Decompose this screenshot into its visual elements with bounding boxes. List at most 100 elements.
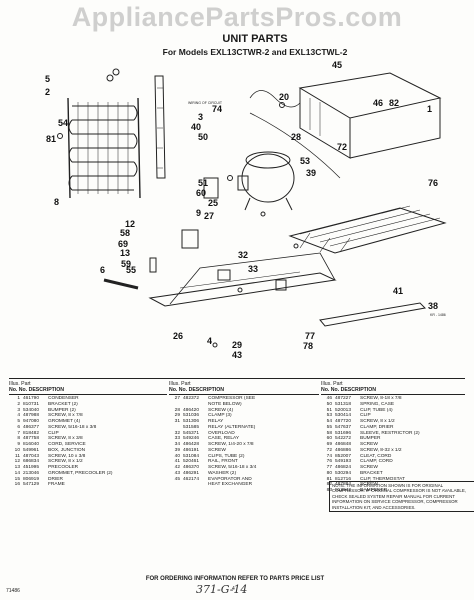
description: RELAY — [208, 419, 224, 424]
description: SCREW (4) — [208, 407, 234, 413]
illus-no: 7 — [17, 430, 20, 436]
callout-4: 4 — [207, 336, 212, 346]
illus-no: 58 — [326, 430, 332, 436]
part-no: 486420 — [183, 407, 200, 413]
handwritten-note: 371-G-14 — [196, 583, 248, 596]
part-no: 813942 — [335, 488, 352, 493]
callout-41: 41 — [393, 286, 403, 296]
part-no: 531084 — [183, 453, 200, 459]
callout-60: 60 — [196, 188, 206, 198]
description: PRECOOLER — [48, 465, 79, 470]
illus-no: 8 — [17, 436, 20, 442]
description: BRACKET (2) — [48, 401, 78, 407]
callout-13: 13 — [120, 248, 130, 258]
illus-no — [169, 482, 183, 488]
description: CLEAT, CORD — [360, 453, 392, 459]
illus-no: 72 — [326, 447, 332, 453]
description: BUMPER (2) — [48, 407, 76, 413]
part-no: 486886 — [335, 447, 352, 453]
illus-no: 12 — [14, 459, 20, 465]
part-no: 531036 — [183, 413, 200, 419]
callout-72: 72 — [337, 142, 347, 152]
form-number: 71486 — [6, 588, 20, 594]
description: OVERLOAD — [208, 430, 235, 436]
part-no: 806919 — [23, 476, 40, 482]
part-no: 531306 — [183, 419, 200, 424]
description: FRAME — [48, 482, 65, 488]
part-no: 531318 — [335, 401, 352, 407]
callout-58: 58 — [120, 228, 130, 238]
description: HEAT EXCHANGER — [208, 482, 253, 488]
callout-32: 32 — [238, 250, 248, 260]
callout-38: 38 — [428, 301, 438, 311]
junction-box-drawing — [181, 229, 199, 249]
description: BRACKET — [360, 470, 383, 476]
callout-51: 51 — [198, 178, 208, 188]
description: SCREW, 8 x 1/2 — [48, 459, 83, 465]
callout-39: 39 — [306, 168, 316, 178]
illus-no: 54 — [326, 419, 332, 424]
part-no — [183, 482, 208, 488]
illus-no: 76 — [326, 459, 332, 465]
illus-no: 11 — [15, 453, 20, 459]
part-no: 852007 — [335, 453, 352, 459]
description: SCREW, 1/4-20 x 7/8 — [208, 442, 254, 447]
part-no: 520013 — [335, 407, 352, 413]
description: SCREW — [360, 442, 378, 447]
part-no: 530294 — [335, 470, 352, 476]
description: CLIP, THERMOSTAT — [360, 476, 405, 482]
wiring-label: WIRING OF CIRCUIT — [188, 101, 223, 105]
illus-no: 10 — [14, 447, 20, 453]
illus-no: 74 — [326, 453, 332, 459]
callout-2: 2 — [45, 87, 50, 97]
illus-no: 83 — [326, 488, 332, 493]
illus-no: 9 — [17, 442, 20, 447]
description: SCREW, 10 x 3/8 — [48, 453, 86, 459]
illus-no: 60 — [326, 436, 332, 442]
description: SLEEVE, RESTRICTOR (2) — [360, 430, 420, 436]
callout-77: 77 — [305, 331, 315, 341]
callout-40: 40 — [191, 122, 201, 132]
part-no: 810731 — [23, 401, 40, 407]
part-no: 530414 — [335, 413, 352, 419]
description: CORD, SERVICE — [48, 442, 86, 447]
description: SCREW, 8-18 x 7/8 — [360, 396, 402, 401]
callout-53: 53 — [300, 156, 310, 166]
part-no: 462174 — [183, 476, 200, 482]
callout-76: 76 — [428, 178, 438, 188]
illus-no: 55 — [326, 424, 332, 430]
description: COMPRESSOR (SEE — [208, 396, 256, 401]
description: CLIP, TUBE (4) — [360, 407, 393, 413]
callout-33: 33 — [248, 264, 258, 274]
callout-27: 27 — [204, 211, 214, 221]
illus-no: 43 — [174, 470, 180, 476]
callout-81: 81 — [46, 134, 56, 144]
